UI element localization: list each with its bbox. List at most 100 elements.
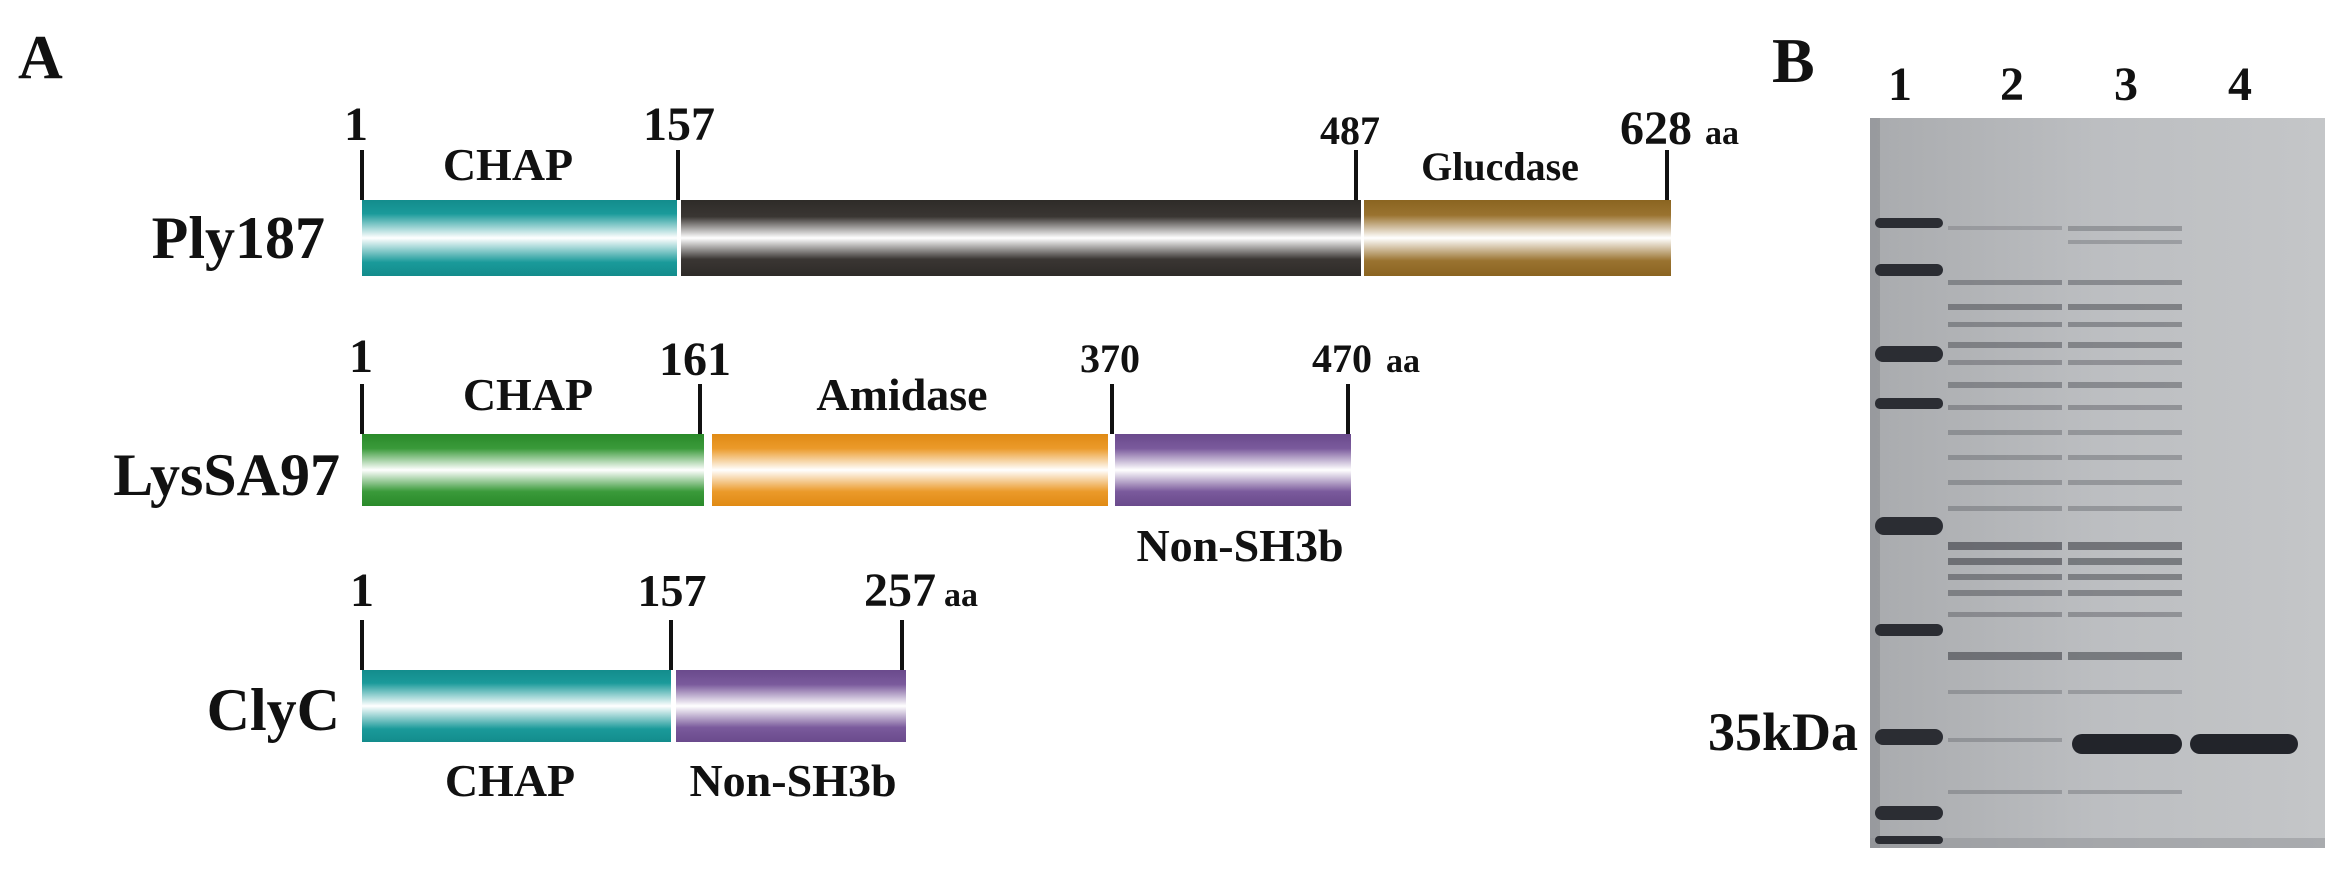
domain-nonsh3b-clyc <box>676 670 906 742</box>
target-protein-band <box>2072 734 2182 754</box>
aa-unit-label: aa <box>944 577 978 614</box>
lane-band <box>2068 558 2182 565</box>
domain-label-chap: CHAP <box>443 139 573 190</box>
protein-lyssa97: LysSA97 1 161 370 470 aa CHAP Amidase No… <box>113 330 1420 571</box>
domain-label-chap: CHAP <box>463 369 593 420</box>
lane-band <box>1948 506 2062 511</box>
domain-label-glucdase: Glucdase <box>1421 144 1579 189</box>
lane-band <box>2068 304 2182 310</box>
lane-band <box>2068 574 2182 580</box>
lane-band <box>1948 738 2062 742</box>
lane-band <box>2068 612 2182 617</box>
purified-protein-band <box>2190 734 2298 754</box>
position-label: 1 <box>344 98 368 151</box>
lane-band <box>2068 590 2182 596</box>
aa-unit-label: aa <box>1386 343 1420 380</box>
protein-clyc: ClyC 1 157 257 aa CHAP Non-SH3b <box>207 564 978 806</box>
domain-amidase-lyssa97 <box>712 434 1108 506</box>
domain-linker-ply187 <box>681 200 1361 276</box>
lane-4-bands <box>2190 734 2298 754</box>
panel-b: B 1 2 3 4 35kDa <box>1708 25 2325 848</box>
panel-a-label: A <box>18 24 63 92</box>
domain-chap-lyssa97 <box>362 434 704 506</box>
marker-band <box>1875 346 1943 362</box>
marker-band <box>1875 398 1943 409</box>
lane-band <box>2068 430 2182 435</box>
position-label: 161 <box>659 333 731 386</box>
domain-label-amidase: Amidase <box>816 369 987 420</box>
lane-number: 4 <box>2228 58 2252 111</box>
lane-band <box>1948 480 2062 485</box>
lane-band <box>2068 652 2182 660</box>
domain-nonsh3b-lyssa97 <box>1115 434 1351 506</box>
marker-band <box>1875 836 1943 844</box>
lane-band <box>2068 240 2182 244</box>
lane-band <box>2068 690 2182 694</box>
protein-name: LysSA97 <box>113 442 340 508</box>
lane-band <box>2068 322 2182 327</box>
marker-band <box>1875 729 1943 745</box>
lane-band <box>2068 480 2182 485</box>
marker-band <box>1875 218 1943 228</box>
domain-label-nonsh3b: Non-SH3b <box>1136 520 1343 571</box>
lane-band <box>2068 226 2182 231</box>
lane-band <box>2068 342 2182 348</box>
lane-band <box>1948 360 2062 365</box>
lane-band <box>1948 405 2062 410</box>
lane-band <box>1948 342 2062 348</box>
panel-a: A Ply187 1 157 487 628 aa CHAP Glucdase … <box>18 24 1739 806</box>
lane-band <box>1948 226 2062 230</box>
position-label: 1 <box>350 564 374 617</box>
lane-band <box>1948 690 2062 694</box>
marker-band <box>1875 624 1943 636</box>
lane-band <box>2068 542 2182 550</box>
marker-band <box>1875 806 1943 820</box>
lane-band <box>1948 612 2062 617</box>
lane-band <box>2068 506 2182 511</box>
lane-band <box>1948 590 2062 596</box>
domain-label-nonsh3b: Non-SH3b <box>689 755 896 806</box>
lane-band <box>1948 574 2062 580</box>
lane-band <box>1948 280 2062 285</box>
protein-ply187: Ply187 1 157 487 628 aa CHAP Glucdase <box>152 98 1739 276</box>
lane-band <box>1948 652 2062 660</box>
lane-band <box>2068 405 2182 410</box>
position-label: 157 <box>638 565 707 616</box>
domain-chap-ply187 <box>362 200 677 276</box>
lane-band <box>1948 542 2062 550</box>
lane-band <box>1948 430 2062 435</box>
lane-band <box>2068 790 2182 794</box>
lane-band <box>2068 382 2182 388</box>
marker-label: 35kDa <box>1708 702 1858 762</box>
lane-number: 1 <box>1888 58 1912 111</box>
gel-background <box>1870 118 2325 848</box>
position-label: 628 <box>1620 102 1692 155</box>
lane-number: 2 <box>2000 58 2024 111</box>
lane-band <box>1948 790 2062 794</box>
domain-chap-clyc <box>362 670 671 742</box>
gel-image <box>1870 118 2325 848</box>
position-label: 470 <box>1312 336 1372 381</box>
marker-band <box>1875 264 1943 276</box>
lane-band <box>1948 304 2062 310</box>
lane-band <box>1948 558 2062 565</box>
lane-3-bands <box>2068 226 2182 794</box>
lane-number: 3 <box>2114 58 2138 111</box>
position-label: 257 <box>864 564 936 617</box>
protein-name: ClyC <box>207 677 340 743</box>
position-label: 1 <box>349 330 373 383</box>
lane-1-marker-ladder <box>1875 218 1943 844</box>
position-label: 487 <box>1320 108 1380 153</box>
gel-left-shadow <box>1870 118 1880 848</box>
lane-band <box>2068 455 2182 460</box>
lane-band <box>2068 360 2182 365</box>
lane-band <box>1948 382 2062 388</box>
aa-unit-label: aa <box>1705 115 1739 152</box>
position-label: 157 <box>643 98 715 151</box>
marker-band <box>1875 517 1943 535</box>
panel-b-label: B <box>1772 25 1815 96</box>
lane-band <box>2068 280 2182 285</box>
domain-label-chap: CHAP <box>445 755 575 806</box>
lane-band <box>1948 455 2062 460</box>
